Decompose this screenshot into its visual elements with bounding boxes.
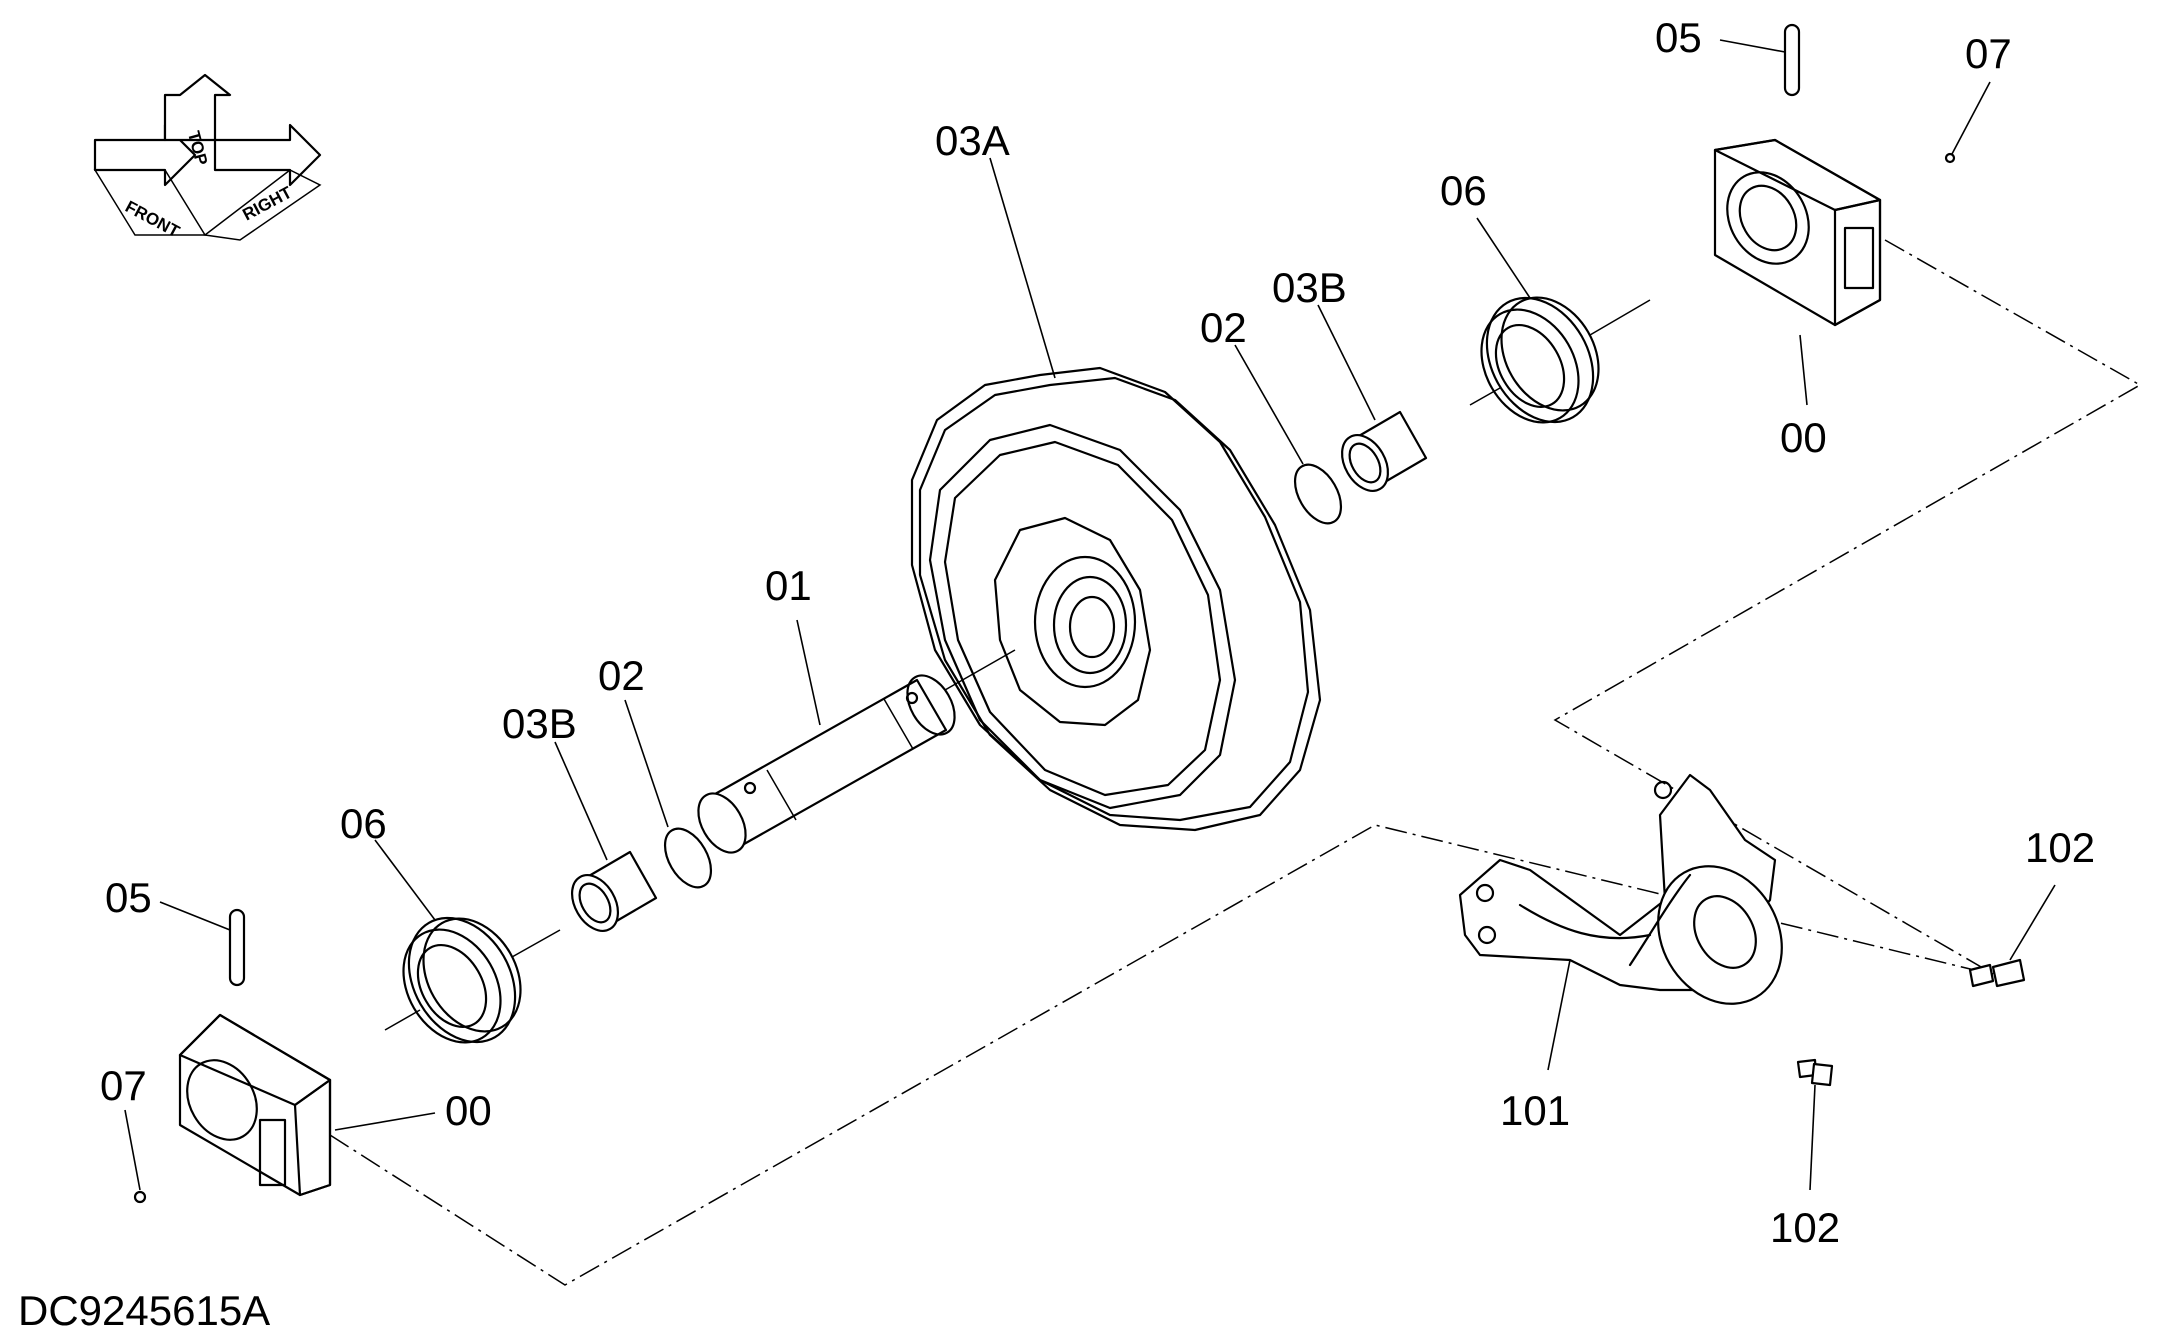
floating-seal-upper	[1480, 296, 1600, 424]
leader-102-bot	[1809, 1084, 1816, 1191]
leader-00-bot	[334, 1112, 436, 1131]
leader-02-top	[1234, 344, 1304, 465]
leader-03B-mid	[554, 741, 608, 861]
leader-06-top	[1476, 217, 1531, 299]
callout-101: 101	[1500, 1087, 1570, 1134]
leader-07-top	[1951, 81, 1991, 155]
shaft	[697, 674, 956, 854]
axis-line-seal-upper-left	[1469, 387, 1501, 406]
callout-03B-top: 03B	[1272, 264, 1347, 311]
leader-00-top	[1799, 334, 1808, 406]
callout-07-top: 07	[1965, 30, 2012, 77]
callout-07-bot: 07	[100, 1062, 147, 1109]
plug-lower	[133, 1190, 147, 1204]
callout-02-mid: 02	[598, 652, 645, 699]
pin-upper	[1783, 23, 1801, 97]
leader-101	[1547, 959, 1571, 1071]
assembly-centerline-upper	[1553, 239, 2142, 976]
bearing-block-upper	[1713, 138, 1882, 327]
leader-05-bot	[159, 901, 231, 931]
bolt-upper	[1968, 958, 2026, 988]
callout-01: 01	[765, 562, 812, 609]
callout-03B-mid: 03B	[502, 700, 577, 747]
leader-05-top	[1719, 39, 1786, 53]
plug-upper	[1944, 152, 1956, 164]
callout-102-top: 102	[2025, 824, 2095, 871]
bearing-block-lower	[178, 1013, 332, 1197]
orientation-right-label: RIGHT	[239, 183, 295, 225]
callout-05-bot: 05	[105, 874, 152, 921]
bushing-lower	[570, 850, 658, 932]
callout-03A: 03A	[935, 117, 1010, 164]
bolt-lower	[1796, 1058, 1834, 1087]
pin-lower	[228, 908, 246, 987]
orientation-indicator: FRONT TOP RIGHT	[93, 73, 322, 242]
leader-102-top	[2009, 884, 2056, 961]
callout-00-bot: 00	[445, 1087, 492, 1134]
axis-line-seal-upper-right	[1589, 299, 1651, 336]
callout-06-bot: 06	[340, 800, 387, 847]
leader-02-mid	[624, 699, 669, 828]
leader-03B-top	[1317, 304, 1376, 421]
callout-06-top: 06	[1440, 167, 1487, 214]
drawing-id: DC9245615A	[18, 1287, 270, 1334]
leader-03A	[989, 157, 1056, 379]
floating-seal-lower	[402, 916, 522, 1044]
leader-06-bot	[374, 839, 436, 921]
callout-05-top: 05	[1655, 14, 1702, 61]
leader-07-bot	[124, 1109, 141, 1191]
axis-line-shaft	[944, 649, 1016, 691]
o-ring-upper	[1293, 463, 1343, 525]
axis-line-seal-lower-right	[511, 929, 561, 958]
idler-wheel	[910, 366, 1322, 832]
bushing-upper	[1340, 410, 1428, 492]
axis-line-seal-lower-left	[384, 1009, 421, 1031]
callout-00-top: 00	[1780, 414, 1827, 461]
callout-02-top: 02	[1200, 304, 1247, 351]
callout-102-bot: 102	[1770, 1204, 1840, 1251]
idler-bracket	[1458, 773, 1783, 1005]
o-ring-lower	[663, 827, 713, 889]
leader-01	[796, 619, 821, 726]
